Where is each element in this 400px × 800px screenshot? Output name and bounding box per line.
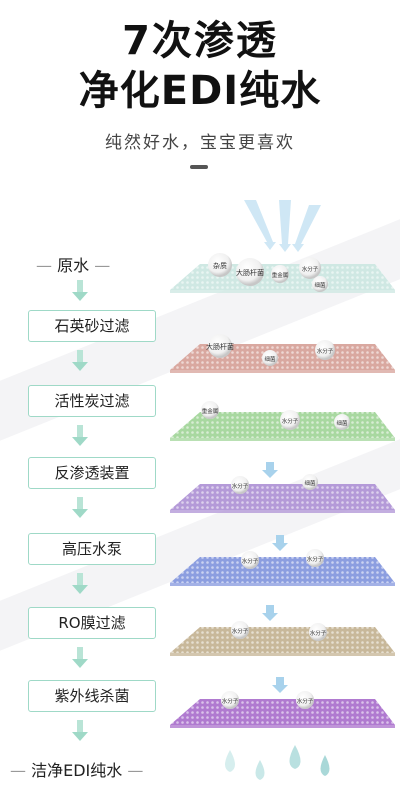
particle-bubble <box>241 551 259 569</box>
filter-layer: 杂质大肠杆菌重金属 水分子细菌 <box>170 253 395 293</box>
particle-label: 细菌 <box>314 281 326 289</box>
filter-layer: 水分子 水分子 <box>170 535 395 586</box>
particle-label: 重金属 <box>272 271 289 279</box>
step-raw-water: — 原水 — <box>36 256 111 275</box>
particle-label: 细菌 <box>264 355 276 363</box>
particle-label: 水分子 <box>317 347 334 355</box>
filter-layer-texture <box>170 344 395 370</box>
page-title-line1: 7次渗透 <box>122 18 278 64</box>
page-title-line2: 净化EDI纯水 <box>78 68 322 114</box>
particle-label: 水分子 <box>297 697 314 705</box>
step-uv-sterilization: 紫外线杀菌 <box>28 680 156 712</box>
step-pure-edi-water: — 洁净EDI纯水 — <box>10 761 144 780</box>
particle-label: 水分子 <box>242 557 259 565</box>
particle-bubble <box>309 623 327 641</box>
particle-bubble <box>334 414 350 430</box>
particle-bubble <box>306 549 324 567</box>
particle-bubble <box>208 253 232 277</box>
particle-label: 水分子 <box>232 627 249 635</box>
filter-layer: 水分子 水分子 <box>170 605 395 656</box>
water-drop-icon <box>289 745 301 769</box>
particle-label: 水分子 <box>302 265 319 273</box>
filter-layer-texture <box>170 699 395 725</box>
particle-label: 重金属 <box>202 407 219 415</box>
particle-label: 杂质 <box>213 261 227 270</box>
particle-label: 水分子 <box>222 697 239 705</box>
filter-layer-texture <box>170 627 395 653</box>
particle-label: 大肠杆菌 <box>236 268 264 277</box>
page-subtitle: 纯然好水，宝宝更喜欢 <box>105 133 295 153</box>
filter-layer-edge <box>170 725 395 728</box>
particle-bubble <box>231 476 249 494</box>
particle-bubble <box>271 265 289 283</box>
particle-bubble <box>236 258 264 286</box>
particle-bubble <box>315 340 335 360</box>
step-quartz-sand-filter: 石英砂过滤 <box>28 310 156 342</box>
water-flow-arrow-icon <box>262 462 278 478</box>
step-high-pressure-pump: 高压水泵 <box>28 533 156 565</box>
step-reverse-osmosis-device: 反渗透装置 <box>28 457 156 489</box>
water-flow-arrow-icon <box>272 535 288 551</box>
water-flow-arrow-icon <box>292 205 321 252</box>
water-drop-icon <box>320 755 330 776</box>
water-drop-icon <box>225 750 235 772</box>
filter-layer-edge <box>170 370 395 373</box>
particle-bubble <box>296 691 314 709</box>
filter-layer: 水分子 细菌 <box>170 462 395 513</box>
filter-layer-edge <box>170 438 395 441</box>
particle-label: 水分子 <box>282 417 299 425</box>
filter-layer-edge <box>170 290 395 293</box>
particle-label: 水分子 <box>310 629 327 637</box>
particle-bubble <box>201 401 219 419</box>
filter-layer-edge <box>170 653 395 656</box>
particle-bubble <box>208 334 232 358</box>
filter-layer: 水分子 水分子 <box>170 677 395 728</box>
filter-layer-edge <box>170 510 395 513</box>
particle-label: 水分子 <box>307 555 324 563</box>
particle-bubble <box>302 474 318 490</box>
water-flow-arrow-icon <box>272 677 288 693</box>
water-flow-arrow-icon <box>279 200 291 252</box>
particle-bubble <box>221 691 239 709</box>
particle-bubble <box>280 410 300 430</box>
particle-label: 细菌 <box>336 419 348 427</box>
particle-label: 水分子 <box>232 482 249 490</box>
water-drop-icon <box>255 760 265 780</box>
particle-bubble <box>231 621 249 639</box>
water-flow-arrow-icon <box>244 200 276 250</box>
particle-bubble <box>299 257 321 279</box>
filter-layer-edge <box>170 583 395 586</box>
step-activated-carbon-filter: 活性炭过滤 <box>28 385 156 417</box>
water-flow-arrow-icon <box>262 605 278 621</box>
title-divider <box>190 165 208 169</box>
particle-label: 细菌 <box>304 479 316 487</box>
filter-layer-texture <box>170 484 395 510</box>
particle-label: 大肠杆菌 <box>206 342 234 351</box>
particle-bubble <box>262 350 278 366</box>
step-ro-membrane-filter: RO膜过滤 <box>28 607 156 639</box>
filtration-layers-illustration: 杂质大肠杆菌重金属水分子细菌大肠杆菌细菌水分子重金属水分子细菌水分子细菌水分子水… <box>170 200 395 780</box>
particle-bubble <box>312 276 328 292</box>
filter-layer-texture <box>170 557 395 583</box>
